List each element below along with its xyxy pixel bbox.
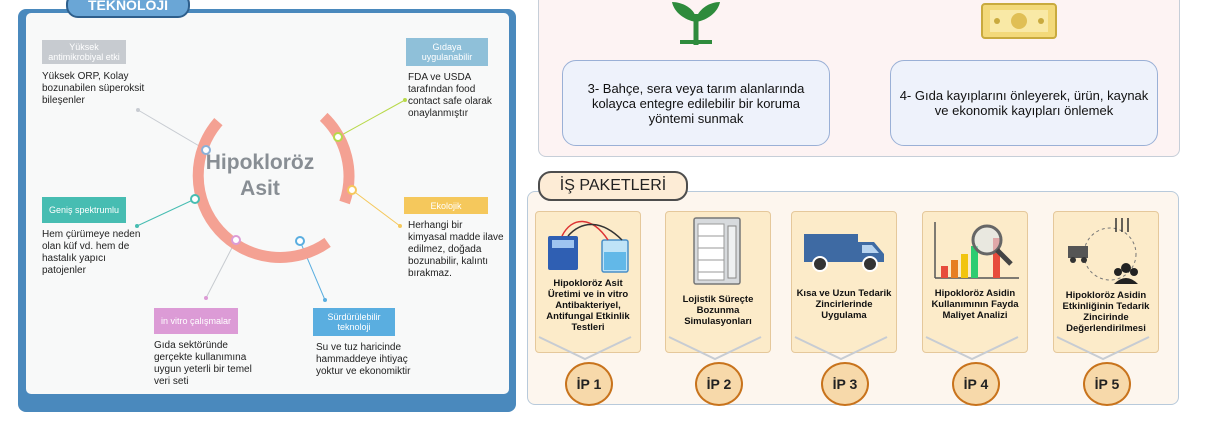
wp-label-2: Lojistik Süreçte Bozunma Simulasyonları [682,294,754,327]
wp-chevron-4 [925,336,1019,361]
center-title: Hipokloröz Asit [205,151,315,200]
wp-label-3: Kısa ve Uzun Tedarik Zincirlerinde Uygul… [796,288,892,321]
wp-chevron-row [538,336,1150,361]
wp-code-4: İP 4 [952,362,1000,406]
feature-badge-ecological: Ekolojik [404,197,488,214]
wp-code-1: İP 1 [565,362,613,406]
ring-node [190,194,200,204]
wp-chevron-1 [538,336,632,361]
ring-node [347,185,357,195]
feature-desc-food-applicable: FDA ve USDA tarafından food contact safe… [408,72,492,119]
supply-chain-icon [1068,218,1138,284]
feature-badge-sustainable: Sürdürülebilir teknoloji [313,308,395,336]
connector-line [136,198,196,227]
connector-line [205,239,237,299]
wp-card-4: Hipokloröz Asidin Kullanımının Fayda Mal… [922,211,1028,353]
wp-card-3: Kısa ve Uzun Tedarik Zincirlerinde Uygul… [791,211,897,353]
feature-badge-food-applicable: Gıdaya uygulanabilir [406,38,488,66]
ring-node [295,236,305,246]
connector-dot [398,224,402,228]
wp-code-3: İP 3 [821,362,869,406]
connector-line [351,189,401,227]
ring-node [333,132,343,142]
wp-code-5: İP 5 [1083,362,1131,406]
goal-4-text: 4- Gıda kayıplarını önleyerek, ürün, kay… [899,88,1149,118]
wp-card-2: Lojistik Süreçte Bozunma Simulasyonları [665,211,771,353]
feature-badge-in-vitro: in vitro çalışmalar [154,308,238,334]
wp-code-2: İP 2 [695,362,743,406]
cold-storage-cabinet-icon [693,217,741,285]
plant-icon [672,2,720,45]
hocl-ring-diagram [135,98,407,302]
wp-label-5: Hipokloröz Asidin Etkinliğinin Tedarik Z… [1062,290,1150,334]
goal-3: 3- Bahçe, sera veya tarım alanlarında ko… [562,60,830,146]
ring-arc-right [319,112,355,205]
ring-node [231,235,241,245]
goal-3-text: 3- Bahçe, sera veya tarım alanlarında ko… [587,80,805,126]
electrolysis-machine-icon [548,220,629,273]
wp-card-1: Hipokloröz Asit Üretimi ve in vitro Anti… [535,211,641,353]
wp-card-5: Hipokloröz Asidin Etkinliğinin Tedarik Z… [1053,211,1159,353]
goal-4: 4- Gıda kayıplarını önleyerek, ürün, kay… [890,60,1158,146]
wp-chevron-5 [1056,336,1150,361]
feature-desc-ecological: Herhangi bir kimyasal madde ilave edilme… [408,220,504,279]
wp-chevron-3 [794,336,888,361]
wp-label-4: Hipokloröz Asidin Kullanımının Fayda Mal… [931,288,1019,321]
wp-label-1: Hipokloröz Asit Üretimi ve in vitro Anti… [546,278,630,333]
feature-desc-broad-spectrum: Hem çürümeye neden olan küf vd. hem de h… [42,229,141,276]
feature-desc-antimicrobial: Yüksek ORP, Kolay bozunabilen süperoksit… [42,71,145,106]
work-packages-title: İŞ PAKETLERİ [538,171,688,201]
connector-dot [403,98,407,102]
feature-desc-sustainable: Su ve tuz haricinde hammaddeye ihtiyaç y… [316,342,411,377]
connector-dot [204,296,208,300]
connector-line [337,99,406,138]
connector-dot [136,108,140,112]
money-icon [981,3,1057,39]
connector-dot [323,298,327,302]
ring-node [201,145,211,155]
feature-badge-broad-spectrum: Geniş spektrumlu [42,197,126,223]
delivery-van-icon [804,234,884,272]
connector-line [137,109,207,151]
feature-badge-antimicrobial: Yüksek antimikrobiyal etki [42,40,126,64]
chart-magnifier-icon [934,222,1019,279]
technology-tab: TEKNOLOJİ [66,0,190,18]
feature-desc-in-vitro: Gıda sektöründe gerçekte kullanımına uyg… [154,340,252,387]
wp-chevron-2 [668,336,762,361]
connector-dot [135,224,139,228]
